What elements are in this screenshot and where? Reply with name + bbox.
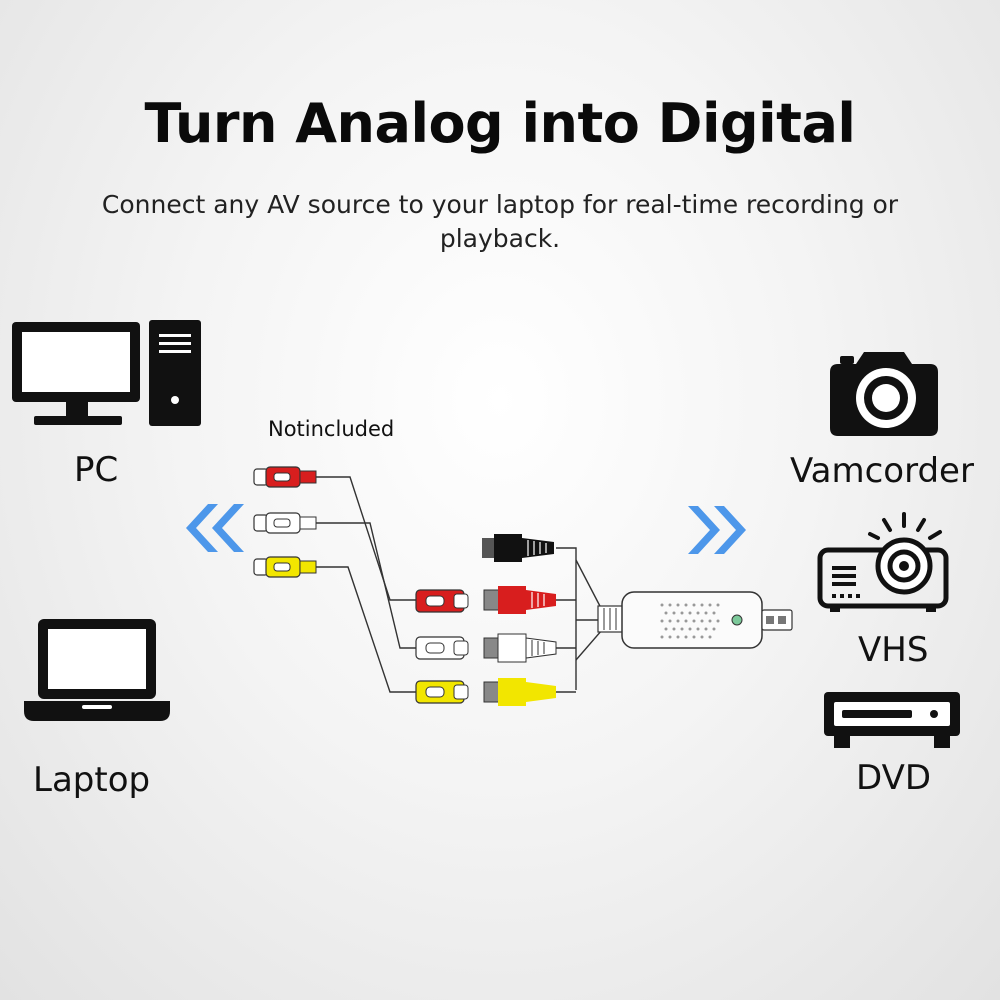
yellow-rca-plug-left (253, 556, 317, 578)
red-rca-plug-left (253, 466, 317, 488)
pc-label: PC (74, 450, 119, 490)
camcorder-label: Vamcorder (790, 451, 974, 491)
white-rca-socket (415, 636, 469, 660)
laptop-label: Laptop (33, 760, 151, 800)
red-rca-plug-right (483, 586, 556, 614)
vhs-label: VHS (858, 630, 929, 670)
white-rca-plug-left (253, 512, 317, 534)
usb-capture-device (597, 591, 793, 649)
dvd-player-icon (824, 692, 960, 748)
svideo-plug (482, 534, 554, 562)
page-title: Turn Analog into Digital (144, 92, 856, 155)
not-included-note: Notincluded (268, 417, 395, 441)
yellow-rca-socket (415, 680, 469, 704)
laptop-icon (24, 619, 170, 721)
dvd-label: DVD (856, 758, 932, 798)
rca-cable-diagram (253, 466, 793, 706)
red-rca-socket (415, 589, 469, 613)
double-chevron-right-icon (688, 506, 746, 554)
page-subtitle: Connect any AV source to your laptop for… (101, 190, 899, 253)
desktop-pc-icon (12, 320, 201, 426)
camera-icon (830, 352, 938, 436)
projector-icon (817, 512, 949, 612)
white-rca-plug-right (483, 633, 557, 663)
yellow-rca-plug-right (483, 678, 556, 706)
double-chevron-left-icon (186, 504, 244, 552)
